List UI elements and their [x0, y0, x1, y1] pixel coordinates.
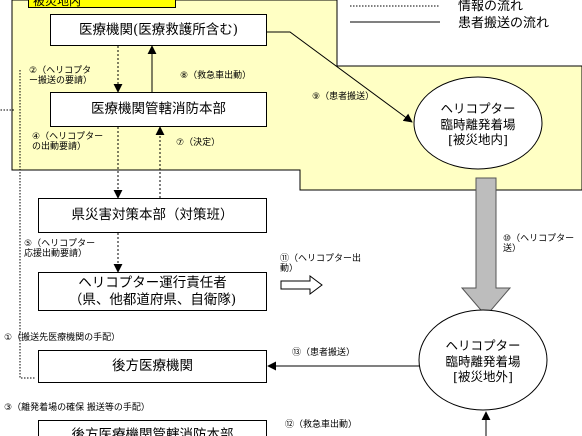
- label-step5: ⑤（ヘリコプター 応援出動要請）: [24, 239, 95, 260]
- label-step11-line1: ⑪（ヘリコプター出: [280, 254, 362, 264]
- helipad-inside-outline: [413, 76, 543, 170]
- label-step2-line2: ー搬送の要請）: [29, 76, 93, 87]
- label-step9: ⑨（患者搬送）: [312, 92, 375, 102]
- label-step1: ①（搬送先医療機関の手配）: [4, 333, 121, 343]
- label-step7: ⑦（決定）: [176, 138, 221, 148]
- node-rear-fire-hq: 後方医療機関管轄消防本部: [38, 420, 267, 436]
- node-medical-institution-label: 医療機関(医療救護所含む): [78, 21, 239, 38]
- label-step4: ④（ヘリコプター の出動要請）: [32, 132, 103, 153]
- label-step10: ⑩（ヘリコプター 送）: [503, 234, 574, 255]
- helipad-outside-line2: 臨時離発着場: [445, 353, 521, 369]
- node-jurisdiction-fire-hq-label: 医療機関管轄消防本部: [91, 101, 226, 118]
- label-step3: ③（離発着場の確保 搬送等の手配）: [4, 403, 150, 413]
- label-step2: ②（ヘリコプタ ー搬送の要請）: [29, 66, 92, 87]
- info-line-step1: [19, 70, 36, 379]
- label-step11-line2: 動）: [280, 264, 299, 275]
- node-prefecture-hq-label: 県災害対策本部（対策班）: [71, 207, 234, 224]
- node-rear-hospital-label: 後方医療機関: [112, 358, 193, 375]
- arrow-step9: [267, 31, 413, 123]
- legend-patient-label: 患者搬送の流れ: [458, 16, 550, 31]
- label-step8: ⑧（救急車出動）: [180, 71, 252, 81]
- legend-frame: [336, 0, 582, 67]
- legend-info-label: 情報の流れ: [458, 0, 524, 14]
- helipad-inside-line2: 臨時離発着場: [440, 116, 516, 132]
- helipad-inside-line1: ヘリコプター: [440, 101, 516, 116]
- label-step11: ⑪（ヘリコプター出 動）: [280, 254, 361, 275]
- label-step2-line1: ②（ヘリコプタ: [29, 66, 92, 76]
- label-step10-line1: ⑩（ヘリコプター: [503, 234, 575, 244]
- label-step13: ⑬（患者搬送）: [292, 348, 356, 358]
- arrow-step11: [280, 275, 323, 295]
- arrow-step10: [460, 177, 512, 317]
- node-heli-manager-line1: ヘリコプター運行責任者: [78, 274, 227, 291]
- node-rear-fire-hq-label: 後方医療機関管轄消防本部: [71, 427, 234, 436]
- node-jurisdiction-fire-hq: 医療機関管轄消防本部: [50, 92, 267, 127]
- node-heli-manager: ヘリコプター運行責任者 （県、他都道府県、自衛隊): [38, 272, 267, 311]
- node-prefecture-hq: 県災害対策本部（対策班）: [38, 198, 267, 233]
- node-heli-manager-line2: （県、他都道府県、自衛隊): [68, 291, 237, 308]
- helipad-inside: ヘリコプター 臨時離発着場 [被災地内]: [418, 101, 538, 148]
- helipad-outside-outline: [418, 309, 548, 411]
- node-rear-hospital: 後方医療機関: [38, 350, 267, 383]
- label-step10-line2: 送）: [503, 244, 522, 255]
- label-step12: ⑫（救急車出動）: [285, 420, 358, 430]
- node-medical-institution: 医療機関(医療救護所含む): [50, 14, 267, 46]
- helipad-outside-line3: [被災地外]: [453, 369, 513, 385]
- label-step4-line2: の出動要請）: [32, 142, 87, 153]
- helipad-inside-line3: [被災地内]: [448, 132, 508, 148]
- helipad-outside: ヘリコプター 臨時離発着場 [被災地外]: [423, 338, 543, 385]
- helipad-outside-line1: ヘリコプター: [445, 338, 521, 353]
- label-step5-line1: ⑤（ヘリコプター: [24, 239, 96, 249]
- zone-label: 被災地内: [28, 0, 176, 8]
- label-step4-line1: ④（ヘリコプター: [32, 132, 104, 142]
- label-step5-line2: 応援出動要請）: [24, 249, 88, 260]
